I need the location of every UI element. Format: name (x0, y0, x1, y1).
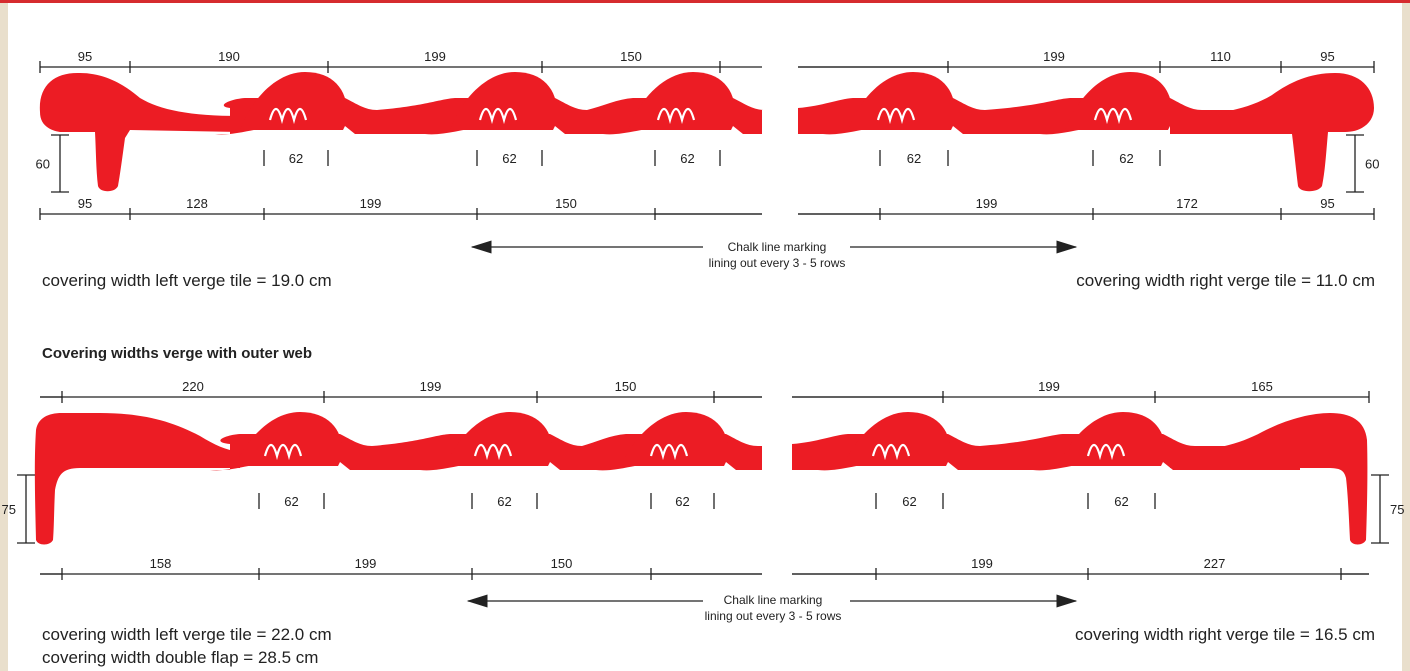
bottom-dim-left-label: 150 (555, 196, 577, 211)
bottom-dim-left-2-label: 158 (150, 556, 172, 571)
top-dim-left-2-label: 220 (182, 379, 204, 394)
overlap-label: 62 (497, 494, 511, 509)
caption-right-2: covering width right verge tile = 16.5 c… (1075, 625, 1375, 644)
overlap-label: 62 (902, 494, 916, 509)
right-outer-web-tile (1170, 413, 1368, 545)
tile-roll (848, 72, 956, 130)
tile-roll (843, 412, 951, 466)
tile-roll (240, 72, 348, 130)
left-outer-web-tile (34, 413, 240, 545)
caption-left-2b: covering width double flap = 28.5 cm (42, 648, 318, 667)
tile-roll (450, 72, 558, 130)
tile-roll (1065, 72, 1173, 130)
top-dim-left-label: 199 (424, 49, 446, 64)
dimension-labels: 95 190 199 150 199 110 95 95 128 199 150 199 172 95 62… (2, 49, 1405, 667)
tile-roll (235, 412, 343, 466)
bottom-dim-right-label: 199 (976, 196, 998, 211)
tile-roll (445, 412, 553, 466)
top-dim-left-2-label: 150 (615, 379, 637, 394)
tile-roll (621, 412, 729, 466)
caption-left-1: covering width left verge tile = 19.0 cm (42, 271, 332, 290)
overlap-label: 62 (1119, 151, 1133, 166)
dimension-lines (17, 61, 1389, 608)
bottom-dim-left-2-label: 199 (355, 556, 377, 571)
height-label: 60 (1365, 157, 1379, 172)
top-dim-right-label: 199 (1043, 49, 1065, 64)
bottom-dim-left-label: 128 (186, 196, 208, 211)
chalk-line-text-2: Chalk line marking (724, 593, 823, 607)
top-dim-right-2-label: 199 (1038, 379, 1060, 394)
right-verge-tile (1170, 73, 1374, 192)
overlap-label: 62 (907, 151, 921, 166)
top-dim-right-label: 95 (1320, 49, 1334, 64)
top-dim-left-label: 95 (78, 49, 92, 64)
caption-left-2a: covering width left verge tile = 22.0 cm (42, 625, 332, 644)
overlap-label: 62 (1114, 494, 1128, 509)
bottom-dim-right-label: 95 (1320, 196, 1334, 211)
chalk-line-text: Chalk line marking (728, 240, 827, 254)
overlap-label: 62 (289, 151, 303, 166)
top-dim-left-label: 190 (218, 49, 240, 64)
overlap-label: 62 (502, 151, 516, 166)
bottom-dim-right-2-label: 199 (971, 556, 993, 571)
top-dim-right-label: 110 (1210, 49, 1231, 64)
section-heading: Covering widths verge with outer web (42, 345, 312, 362)
left-verge-tile (39, 72, 240, 192)
top-accent-bar (0, 0, 1410, 3)
overlap-label: 62 (680, 151, 694, 166)
top-dim-left-label: 150 (620, 49, 642, 64)
bottom-dim-left-2-label: 150 (551, 556, 573, 571)
bottom-dim-left-label: 199 (360, 196, 382, 211)
chalk-line-subtext-2: lining out every 3 - 5 rows (705, 609, 842, 623)
bottom-dim-left-label: 95 (78, 196, 92, 211)
chalk-line-subtext: lining out every 3 - 5 rows (709, 256, 846, 270)
caption-right-1: covering width right verge tile = 11.0 c… (1076, 271, 1375, 290)
height-label: 75 (2, 502, 16, 517)
tile-roll (1058, 412, 1166, 466)
top-dim-left-2-label: 199 (420, 379, 442, 394)
top-dim-right-2-label: 165 (1251, 379, 1273, 394)
tile-roll (628, 72, 736, 130)
height-label: 75 (1390, 502, 1404, 517)
bottom-dim-right-2-label: 227 (1204, 556, 1226, 571)
height-label: 60 (36, 157, 50, 172)
bottom-dim-right-label: 172 (1176, 196, 1198, 211)
overlap-label: 62 (284, 494, 298, 509)
tile-profiles (34, 72, 1374, 545)
overlap-label: 62 (675, 494, 689, 509)
